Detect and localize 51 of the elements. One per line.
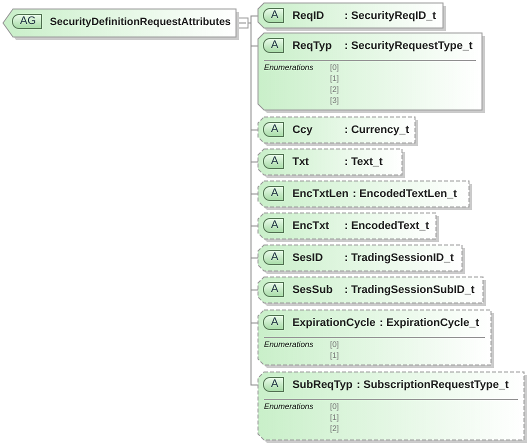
type-badge: A	[263, 186, 284, 201]
attribute-name: Ccy	[292, 124, 314, 136]
type-badge: A	[263, 315, 284, 330]
attribute-box	[258, 149, 402, 175]
attribute-type: : Text_t	[344, 156, 383, 168]
attribute-type: : TradingSessionID_t	[344, 252, 454, 264]
attribute-type: : ExpirationCycle_t	[379, 316, 480, 328]
attribute-box	[258, 117, 415, 143]
attribute-box	[258, 277, 483, 303]
enumerations-heading: Enumerations	[264, 63, 314, 72]
attribute-name: SesID	[292, 252, 324, 264]
enumeration-values: [0] [1] [2] [3]	[330, 62, 340, 106]
attribute-name: ReqTyp	[292, 40, 333, 52]
attribute-box	[258, 33, 482, 110]
attribute-box	[258, 245, 462, 271]
type-badge: A	[263, 38, 284, 53]
attribute-box	[258, 213, 436, 239]
attribute-box	[258, 310, 491, 365]
enumeration-values: [0] [1]	[330, 339, 340, 361]
attribute-name: SesSub	[292, 284, 334, 296]
attribute-box	[258, 181, 469, 207]
tree-connector	[248, 16, 258, 24]
type-badge: A	[263, 250, 284, 265]
attribute-type: : SecurityReqID_t	[344, 10, 436, 22]
type-badge: A	[263, 154, 284, 169]
attribute-box	[258, 372, 524, 440]
attribute-name: ExpirationCycle	[292, 316, 376, 328]
attribute-name: ReqID	[292, 10, 326, 22]
type-badge: AG	[12, 14, 42, 29]
attribute-type: : SubscriptionRequestType_t	[356, 378, 509, 390]
attribute-type: : EncodedText_t	[344, 220, 430, 232]
type-badge: A	[263, 218, 284, 233]
attribute-type: : EncodedTextLen_t	[352, 188, 457, 200]
type-badge: A	[263, 8, 284, 23]
enumerations-heading: Enumerations	[264, 402, 314, 411]
attribute-name: Txt	[292, 156, 310, 168]
attribute-box	[258, 3, 443, 28]
attribute-name: EncTxtLen	[292, 188, 349, 200]
attribute-group-box	[3, 9, 236, 37]
enumerations-heading: Enumerations	[264, 340, 314, 349]
attribute-type: : SecurityRequestType_t	[344, 40, 473, 52]
attribute-name: EncTxt	[292, 220, 330, 232]
type-badge: A	[263, 122, 284, 137]
group-name: SecurityDefinitionRequestAttributes	[50, 16, 231, 28]
type-badge: A	[263, 282, 284, 297]
attribute-type: : Currency_t	[344, 124, 410, 136]
attribute-name: SubReqTyp	[292, 378, 353, 390]
tree-connector	[248, 22, 258, 386]
attribute-type: : TradingSessionSubID_t	[344, 284, 475, 296]
type-badge: A	[263, 377, 284, 392]
enumeration-values: [0] [1] [2]	[330, 401, 340, 434]
